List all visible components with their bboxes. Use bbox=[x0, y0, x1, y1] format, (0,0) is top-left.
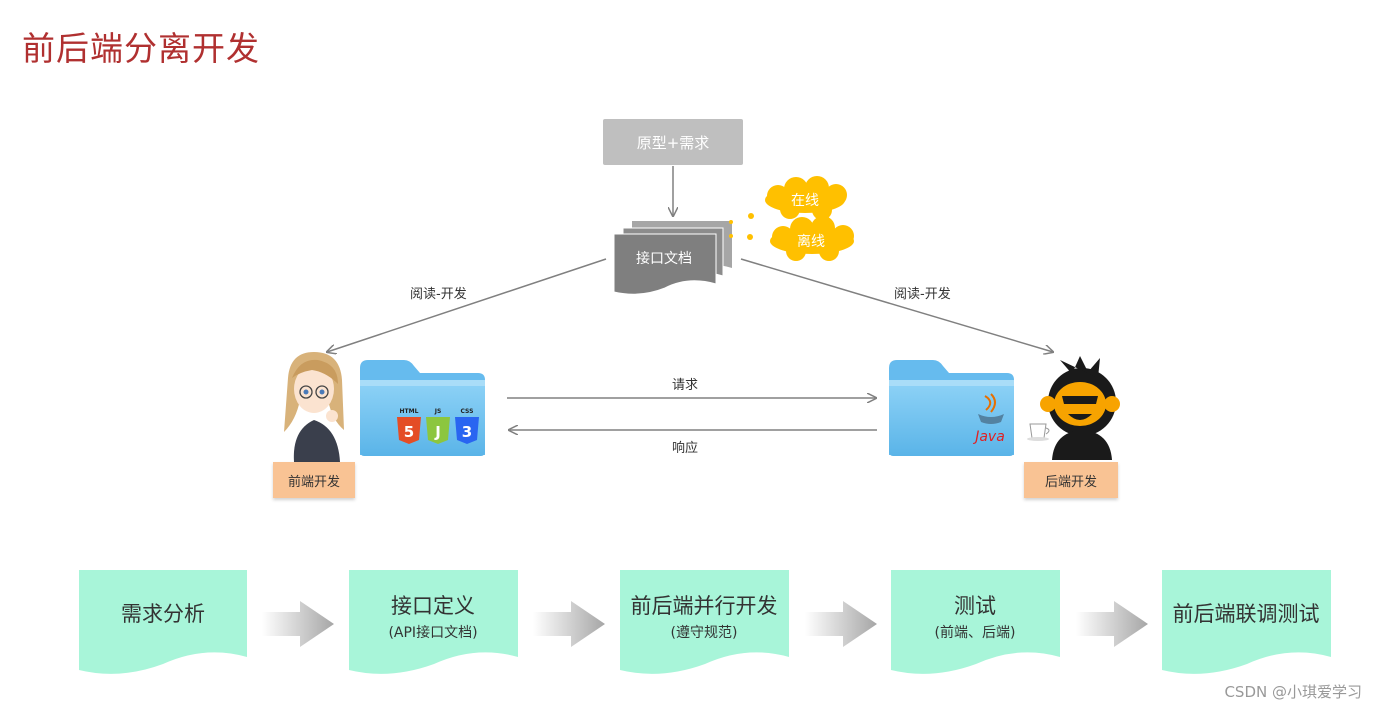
css3-icon: 3 CSS bbox=[455, 408, 479, 444]
process-step-box bbox=[1162, 570, 1331, 674]
process-step-3: 前后端并行开发 (遵守规范) bbox=[620, 590, 788, 642]
cloud-online-label: 在线 bbox=[791, 193, 819, 209]
process-step-1: 需求分析 bbox=[79, 598, 247, 628]
thought-dot bbox=[729, 234, 733, 238]
process-step-2: 接口定义 (API接口文档) bbox=[349, 590, 517, 642]
thought-dot bbox=[747, 234, 753, 240]
process-step-box bbox=[620, 570, 789, 674]
process-step-box bbox=[891, 570, 1060, 674]
api-doc-icon bbox=[613, 221, 732, 295]
step-arrow-icon bbox=[533, 601, 605, 647]
api-doc-label: 接口文档 bbox=[636, 251, 692, 267]
step-subtitle: (API接口文档) bbox=[388, 625, 478, 641]
step-title: 测试 bbox=[954, 594, 996, 618]
html5-glyph: 5 bbox=[404, 423, 414, 441]
css3-label: CSS bbox=[461, 408, 474, 415]
step-subtitle: (遵守规范) bbox=[670, 625, 738, 641]
cloud-online-icon bbox=[765, 176, 847, 220]
process-step-box bbox=[79, 570, 247, 674]
frontend-developer-avatar bbox=[284, 352, 344, 462]
read-develop-left-label: 阅读-开发 bbox=[410, 287, 467, 302]
step-title: 接口定义 bbox=[391, 594, 475, 618]
step-arrow-icon bbox=[262, 601, 334, 647]
watermark: CSDN @小琪爱学习 bbox=[1224, 683, 1362, 701]
html5-icon: 5 HTML bbox=[397, 408, 421, 444]
step-arrow-icon bbox=[805, 601, 877, 647]
process-step-box bbox=[349, 570, 518, 674]
request-label: 请求 bbox=[672, 378, 699, 393]
page-title: 前后端分离开发 bbox=[22, 29, 260, 68]
step-title: 前后端联调测试 bbox=[1172, 602, 1320, 626]
prototype-requirement-box: 原型+需求 bbox=[603, 119, 743, 165]
cloud-offline-icon bbox=[770, 216, 854, 261]
java-icon: Java bbox=[972, 393, 1005, 445]
html5-label: HTML bbox=[400, 408, 419, 415]
backend-folder-icon bbox=[889, 360, 1014, 456]
step-subtitle: (前端、后端) bbox=[934, 625, 1016, 641]
js-icon: J JS bbox=[426, 408, 450, 444]
step-arrow-icon bbox=[1076, 601, 1148, 647]
thought-dot bbox=[748, 213, 754, 219]
backend-dev-label: 后端开发 bbox=[1044, 474, 1097, 490]
process-step-4: 测试 (前端、后端) bbox=[891, 590, 1059, 642]
cloud-offline-label: 离线 bbox=[797, 234, 825, 250]
read-develop-right-label: 阅读-开发 bbox=[894, 287, 951, 302]
thought-dot bbox=[729, 220, 733, 224]
process-step-5: 前后端联调测试 bbox=[1162, 598, 1330, 628]
js-glyph: J bbox=[434, 423, 441, 441]
css3-glyph: 3 bbox=[462, 423, 472, 441]
backend-developer-avatar bbox=[1027, 356, 1120, 460]
js-label: JS bbox=[434, 408, 442, 415]
step-title: 前后端并行开发 bbox=[630, 594, 778, 618]
step-title: 需求分析 bbox=[121, 602, 205, 626]
frontend-dev-tag: 前端开发 bbox=[273, 462, 355, 498]
prototype-requirement-label: 原型+需求 bbox=[636, 133, 710, 152]
frontend-dev-label: 前端开发 bbox=[287, 474, 340, 490]
java-label: Java bbox=[972, 429, 1005, 445]
backend-dev-tag: 后端开发 bbox=[1024, 462, 1118, 498]
response-label: 响应 bbox=[672, 441, 699, 456]
arrow-doc-to-frontend bbox=[327, 258, 607, 352]
arrow-doc-to-backend bbox=[740, 258, 1053, 352]
frontend-folder-icon bbox=[360, 360, 485, 456]
